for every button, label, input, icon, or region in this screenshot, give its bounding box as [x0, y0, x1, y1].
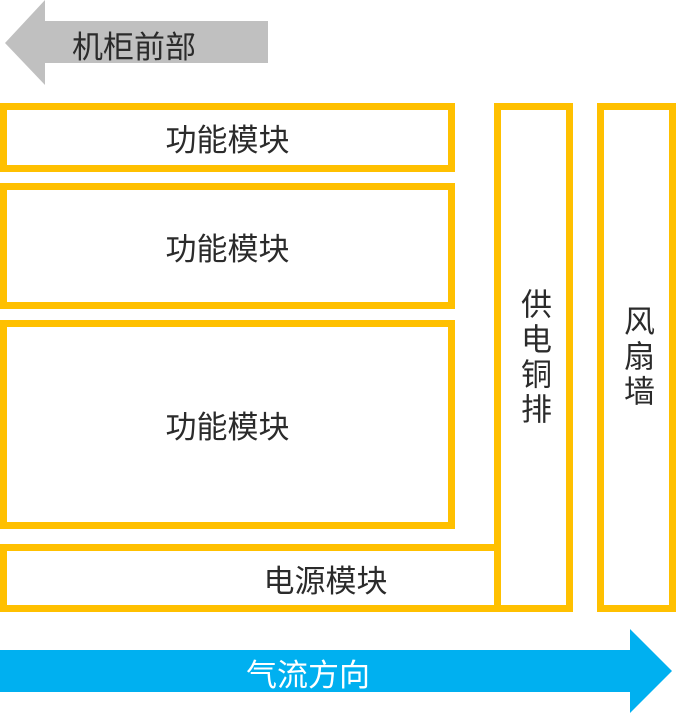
power-module: 电源模块 — [0, 544, 501, 612]
module-label: 功能模块 — [165, 123, 290, 159]
function-module-1: 功能模块 — [0, 103, 455, 172]
function-module-3: 功能模块 — [0, 320, 455, 529]
airflow-arrow — [0, 629, 672, 713]
airflow-label: 气流方向 — [246, 658, 370, 694]
fan-wall-label: 风扇墙 — [618, 305, 654, 410]
fan-wall: 风扇墙 — [597, 103, 676, 612]
copper-busbar: 供电铜排 — [494, 103, 573, 612]
cabinet-front-arrow — [5, 0, 268, 85]
function-module-2: 功能模块 — [0, 183, 455, 309]
module-label: 功能模块 — [165, 231, 290, 268]
copper-busbar-label: 供电铜排 — [515, 287, 551, 428]
power-module-label: 电源模块 — [263, 563, 388, 600]
module-label: 功能模块 — [165, 410, 290, 446]
cabinet-front-label: 机柜前部 — [72, 30, 196, 66]
